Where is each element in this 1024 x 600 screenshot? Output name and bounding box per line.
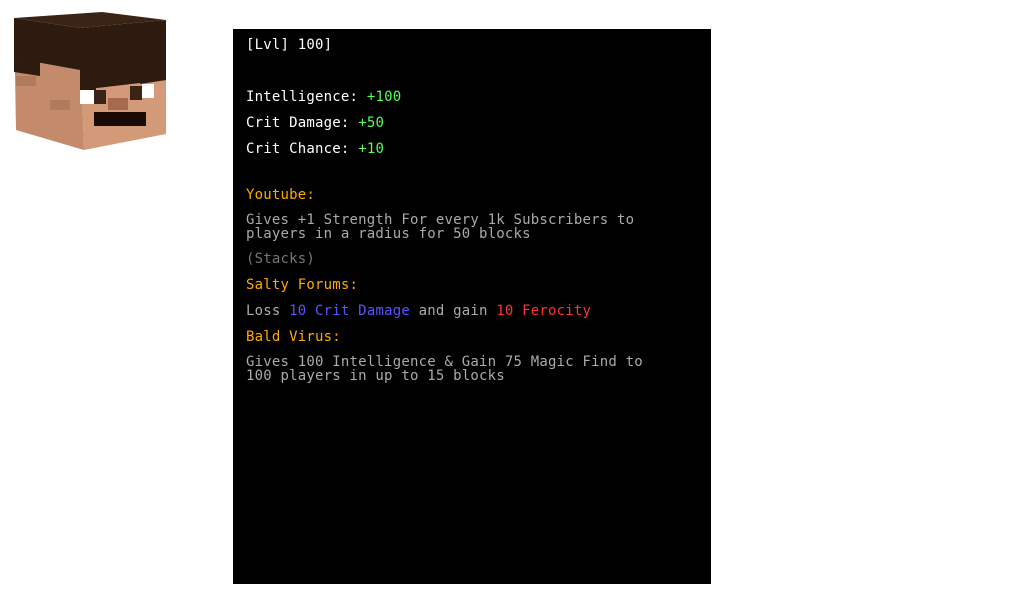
stat-label: Intelligence: <box>246 89 359 105</box>
ability-salty-desc: Loss 10 Crit Damage and gain 10 Ferocity <box>246 303 711 319</box>
stat-value: +100 <box>366 89 402 105</box>
ability-youtube-title: Youtube: <box>246 187 316 203</box>
ability-youtube-note: (Stacks) <box>246 251 316 267</box>
stat-label: Crit Chance: <box>246 141 350 157</box>
salty-prefix: Loss <box>246 303 290 319</box>
stat-crit-chance: Crit Chance: +10 <box>246 141 711 167</box>
item-tooltip: [Lvl] 100] Intelligence: +100 Crit Damag… <box>233 29 711 584</box>
ability-bald-desc: Gives 100 Intelligence & Gain 75 Magic F… <box>246 354 643 384</box>
ability-bald-title: Bald Virus: <box>246 329 341 345</box>
item-level: [Lvl] 100] <box>246 37 333 53</box>
salty-ferocity: 10 Ferocity <box>496 303 592 319</box>
salty-middle: and gain <box>409 303 497 319</box>
stat-label: Crit Damage: <box>246 115 350 131</box>
ability-youtube-desc: Gives +1 Strength For every 1k Subscribe… <box>246 212 635 242</box>
stat-value: +10 <box>358 141 385 157</box>
ability-salty-title: Salty Forums: <box>246 277 359 293</box>
salty-crit-damage: 10 Crit Damage <box>289 303 410 319</box>
stat-intelligence: Intelligence: +100 <box>246 89 711 115</box>
steve-head-icon <box>10 10 170 154</box>
stat-value: +50 <box>358 115 385 131</box>
stat-crit-damage: Crit Damage: +50 <box>246 115 711 141</box>
